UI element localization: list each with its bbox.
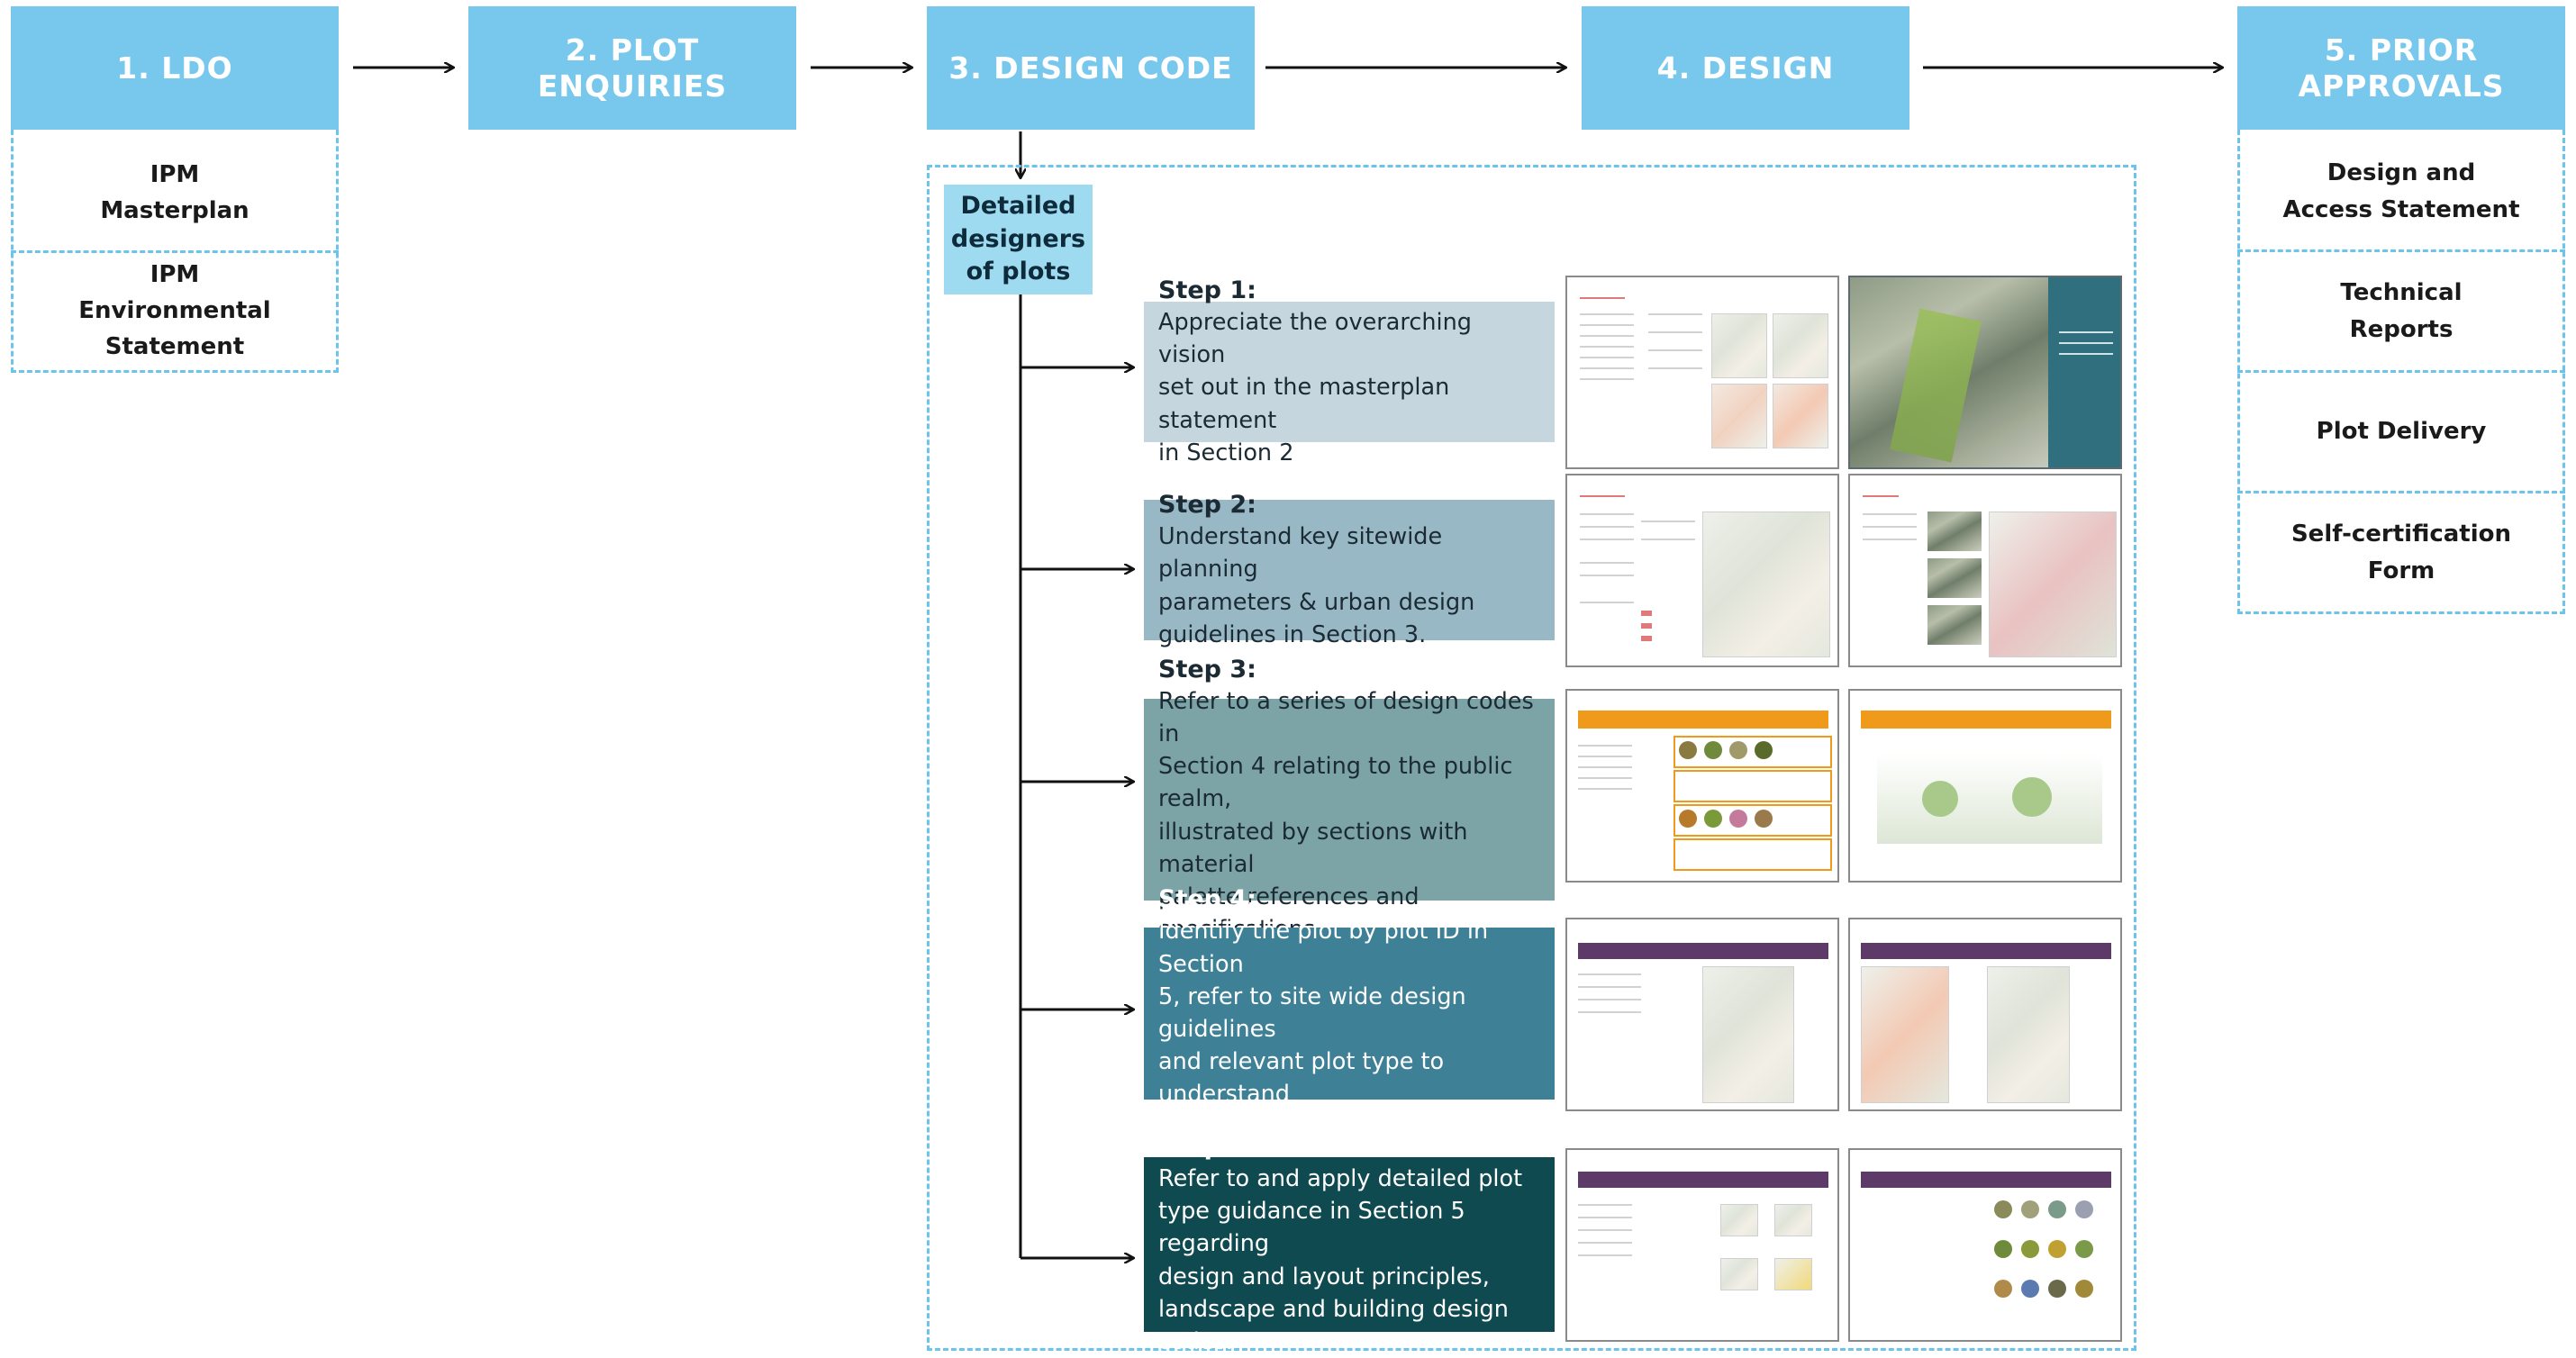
approvals-separator-3 <box>2237 491 2565 493</box>
stage-prior-approvals: 5. PRIOR APPROVALS <box>2237 6 2565 130</box>
ldo-separator <box>11 250 339 253</box>
approvals-separator-1 <box>2237 249 2565 252</box>
step-2-page-thumbnail-b <box>1848 474 2122 667</box>
step-2-text: Understand key sitewide planning paramet… <box>1158 523 1475 648</box>
step-4-text: Identify the plot by plot ID in Section … <box>1158 918 1520 1141</box>
approval-item-self-certification-form: Self-certification Form <box>2290 521 2512 584</box>
step-4-page-thumbnail-a <box>1565 918 1839 1111</box>
step-3-page-thumbnail-a <box>1565 689 1839 883</box>
detailed-designers-box: Detailed designers of plots <box>944 185 1093 294</box>
step-5-text: Refer to and apply detailed plot type gu… <box>1158 1164 1523 1355</box>
approval-item-technical-reports: Technical Reports <box>2340 279 2463 343</box>
stage-design: 4. DESIGN <box>1582 6 1909 130</box>
stage-plot-enquiries: 2. PLOT ENQUIRIES <box>468 6 796 130</box>
stage-design-code: 3. DESIGN CODE <box>927 6 1255 130</box>
step-5: Step 5: Refer to and apply detailed plot… <box>1144 1133 1555 1355</box>
step-5-page-thumbnail-b <box>1848 1148 2122 1342</box>
step-5-title: Step 5: <box>1158 1132 1256 1161</box>
step-3-title: Step 3: <box>1158 655 1256 684</box>
step-3-page-thumbnail-b <box>1848 689 2122 883</box>
step-1-page-thumbnail-a <box>1565 276 1839 469</box>
step-1-text: Appreciate the overarching vision set ou… <box>1158 309 1472 466</box>
step-2-page-thumbnail-a <box>1565 474 1839 667</box>
step-1-title: Step 1: <box>1158 276 1256 304</box>
step-5-page-thumbnail-a <box>1565 1148 1839 1342</box>
approval-item-plot-delivery: Plot Delivery <box>2316 418 2487 446</box>
stage-ldo: 1. LDO <box>11 6 339 130</box>
step-4-title: Step 4: <box>1158 885 1256 914</box>
step-1-page-thumbnail-b <box>1848 276 2122 469</box>
step-3: Step 3: Refer to a series of design code… <box>1144 656 1555 943</box>
ldo-item-environmental-statement: IPM Environmental Statement <box>78 260 271 361</box>
step-2-title: Step 2: <box>1158 491 1256 520</box>
step-4-page-thumbnail-b <box>1848 918 2122 1111</box>
step-4: Step 4: Identify the plot by plot ID in … <box>1144 885 1555 1141</box>
approvals-separator-2 <box>2237 370 2565 373</box>
approval-item-design-access-statement: Design and Access Statement <box>2282 159 2520 223</box>
design-code-detail-group <box>927 165 2136 1351</box>
step-1: Step 1: Appreciate the overarching visio… <box>1144 276 1555 466</box>
step-2: Step 2: Understand key sitewide planning… <box>1144 491 1555 648</box>
ldo-item-masterplan: IPM Masterplan <box>100 160 249 224</box>
